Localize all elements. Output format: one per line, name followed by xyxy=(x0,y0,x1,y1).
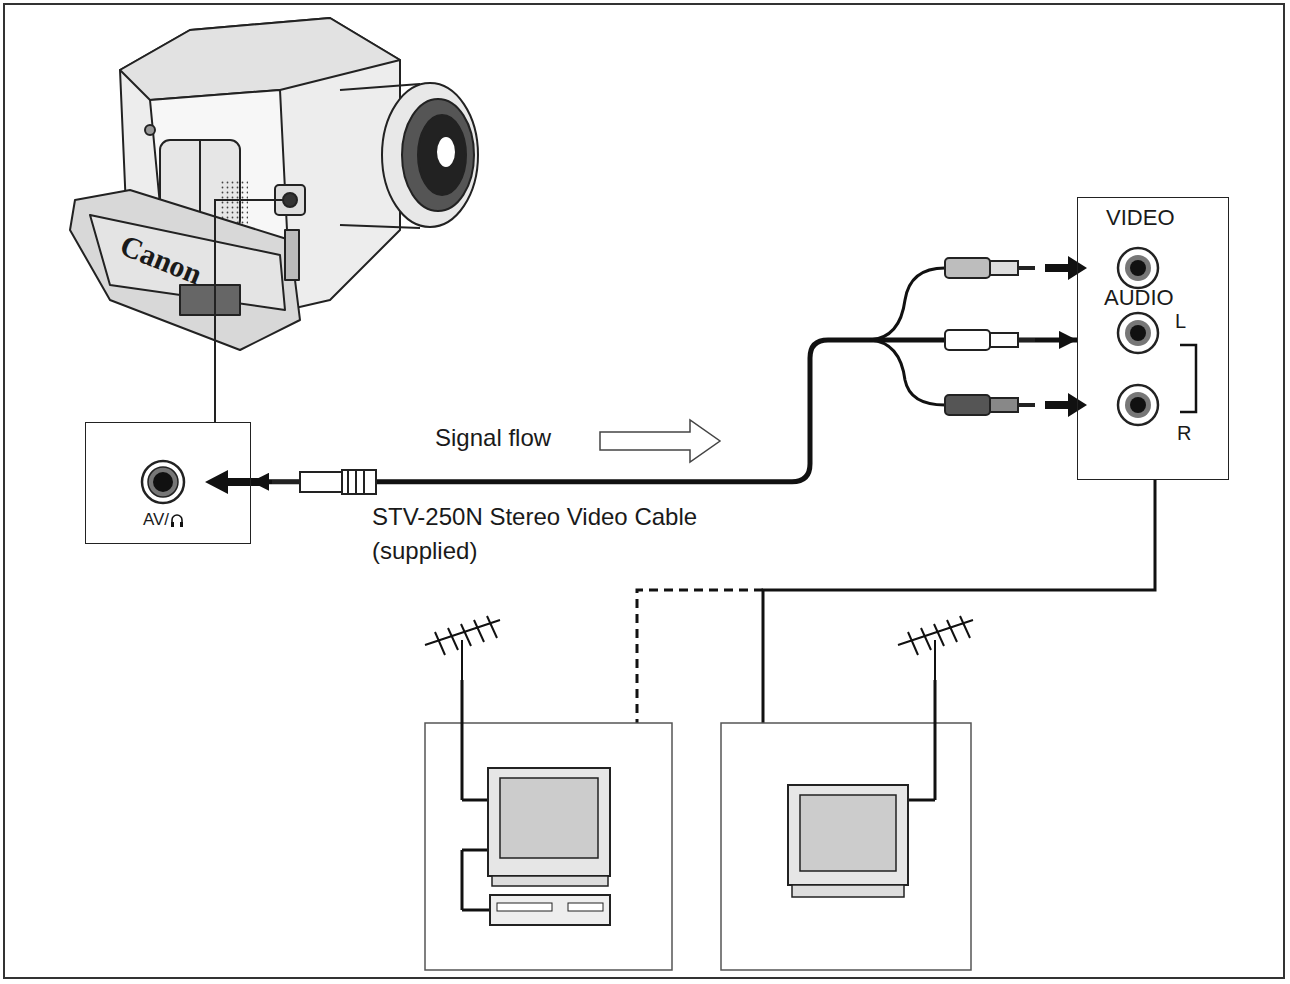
rca-plugs xyxy=(945,258,1035,415)
jack-label: AUDIO xyxy=(1104,286,1174,310)
branch-cable xyxy=(870,268,945,340)
headphone-icon xyxy=(169,512,185,528)
jack-label: AV/ xyxy=(143,511,169,530)
av-jack xyxy=(142,461,184,503)
signal-flow-label: Signal flow xyxy=(435,424,551,452)
terminal-panel: VIDEO AUDIOL R xyxy=(1077,197,1229,480)
leader-line xyxy=(215,200,283,422)
branch-cable xyxy=(870,340,945,405)
antennas xyxy=(425,616,973,680)
rca-jacks xyxy=(1118,248,1158,425)
mini-plug xyxy=(272,470,376,494)
jack-label-row: AV/ xyxy=(143,511,185,530)
insert-arrows xyxy=(1045,256,1087,417)
channel-label: R xyxy=(1177,422,1191,444)
insert-arrow xyxy=(205,470,262,494)
channel-label-row: R xyxy=(1177,422,1191,444)
jack-label: VIDEO xyxy=(1106,206,1174,230)
jack-label-row: VIDEO xyxy=(1106,206,1174,230)
channel-label-row: L xyxy=(1175,310,1186,332)
channel-label: L xyxy=(1175,310,1186,332)
jack-label-row: AUDIO xyxy=(1104,286,1174,310)
signal-flow-arrow xyxy=(600,420,720,462)
stereo-bracket xyxy=(1180,345,1196,412)
tv-vcr-setup xyxy=(425,680,672,970)
video-cable xyxy=(251,340,1077,482)
cable-label: STV-250N Stereo Video Cable (supplied) xyxy=(372,500,732,567)
tv-setup xyxy=(721,680,971,970)
jack-panel: AV/ xyxy=(85,422,251,544)
camcorder xyxy=(70,18,478,350)
